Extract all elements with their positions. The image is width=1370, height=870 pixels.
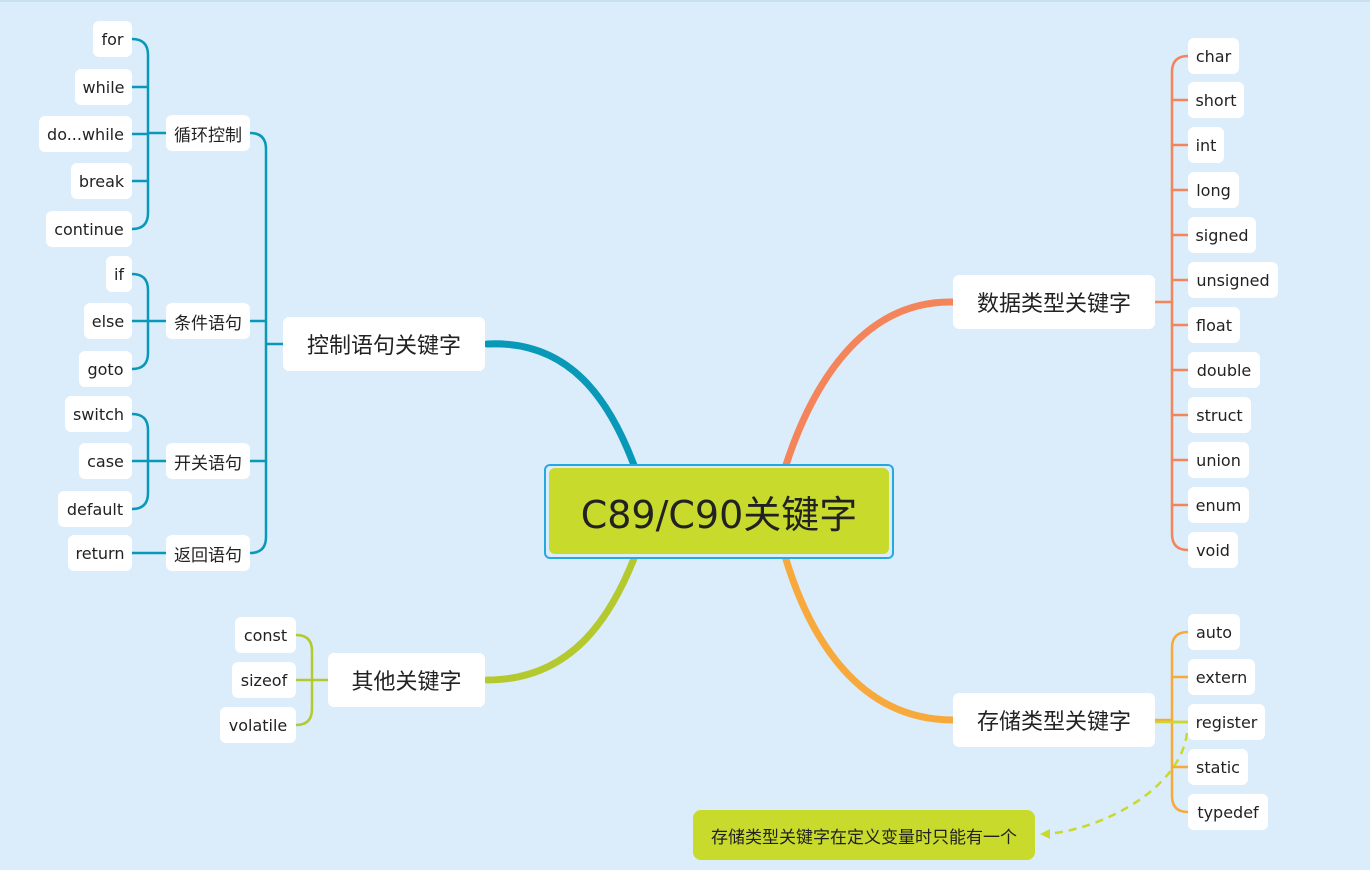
keyword-node[interactable]: union — [1188, 442, 1249, 478]
keyword-node[interactable]: default — [58, 491, 132, 527]
keyword-node[interactable]: switch — [65, 396, 132, 432]
branch-line-control — [483, 340, 639, 472]
keyword-node[interactable]: void — [1188, 532, 1238, 568]
keyword-node[interactable]: break — [71, 163, 132, 199]
top-divider — [0, 0, 1370, 2]
note-arrow-icon — [1040, 829, 1050, 839]
keyword-node[interactable]: signed — [1188, 217, 1256, 253]
subtopic-switch[interactable]: 开关语句 — [166, 443, 250, 479]
subtopic-return[interactable]: 返回语句 — [166, 535, 250, 571]
keyword-node[interactable]: char — [1188, 38, 1239, 74]
keyword-node[interactable]: do...while — [39, 116, 132, 152]
keyword-node[interactable]: static — [1188, 749, 1248, 785]
topic-datatype-keywords[interactable]: 数据类型关键字 — [953, 275, 1155, 329]
subtopic-loop-control[interactable]: 循环控制 — [166, 115, 250, 151]
topic-storage-keywords[interactable]: 存储类型关键字 — [953, 693, 1155, 747]
keyword-node[interactable]: const — [235, 617, 296, 653]
keyword-node[interactable]: auto — [1188, 614, 1240, 650]
keyword-node[interactable]: for — [93, 21, 132, 57]
topic-other-keywords[interactable]: 其他关键字 — [328, 653, 485, 707]
keyword-node[interactable]: else — [84, 303, 132, 339]
center-topic[interactable]: C89/C90关键字 — [549, 468, 889, 554]
keyword-node[interactable]: while — [75, 69, 132, 105]
keyword-node[interactable]: float — [1188, 307, 1240, 343]
keyword-node[interactable]: return — [68, 535, 132, 571]
keyword-node[interactable]: volatile — [220, 707, 296, 743]
keyword-node[interactable]: int — [1188, 127, 1224, 163]
keyword-node[interactable]: enum — [1188, 487, 1249, 523]
note-connector — [1045, 732, 1189, 836]
storage-note[interactable]: 存储类型关键字在定义变量时只能有一个 — [693, 810, 1035, 860]
keyword-node[interactable]: extern — [1188, 659, 1255, 695]
keyword-node[interactable]: goto — [79, 351, 132, 387]
branch-line-datatype — [781, 298, 957, 472]
keyword-node[interactable]: short — [1188, 82, 1244, 118]
keyword-node[interactable]: unsigned — [1188, 262, 1278, 298]
keyword-node[interactable]: long — [1188, 172, 1239, 208]
keyword-node[interactable]: typedef — [1188, 794, 1268, 830]
topic-control-keywords[interactable]: 控制语句关键字 — [283, 317, 485, 371]
keyword-node[interactable]: sizeof — [232, 662, 296, 698]
keyword-node[interactable]: continue — [46, 211, 132, 247]
keyword-node[interactable]: if — [106, 256, 132, 292]
branch-line-storage — [781, 552, 957, 724]
keyword-node[interactable]: case — [79, 443, 132, 479]
keyword-node[interactable]: register — [1188, 704, 1265, 740]
keyword-node[interactable]: struct — [1188, 397, 1251, 433]
subtopic-conditional[interactable]: 条件语句 — [166, 303, 250, 339]
keyword-node[interactable]: double — [1188, 352, 1260, 388]
branch-line-other — [483, 552, 639, 684]
